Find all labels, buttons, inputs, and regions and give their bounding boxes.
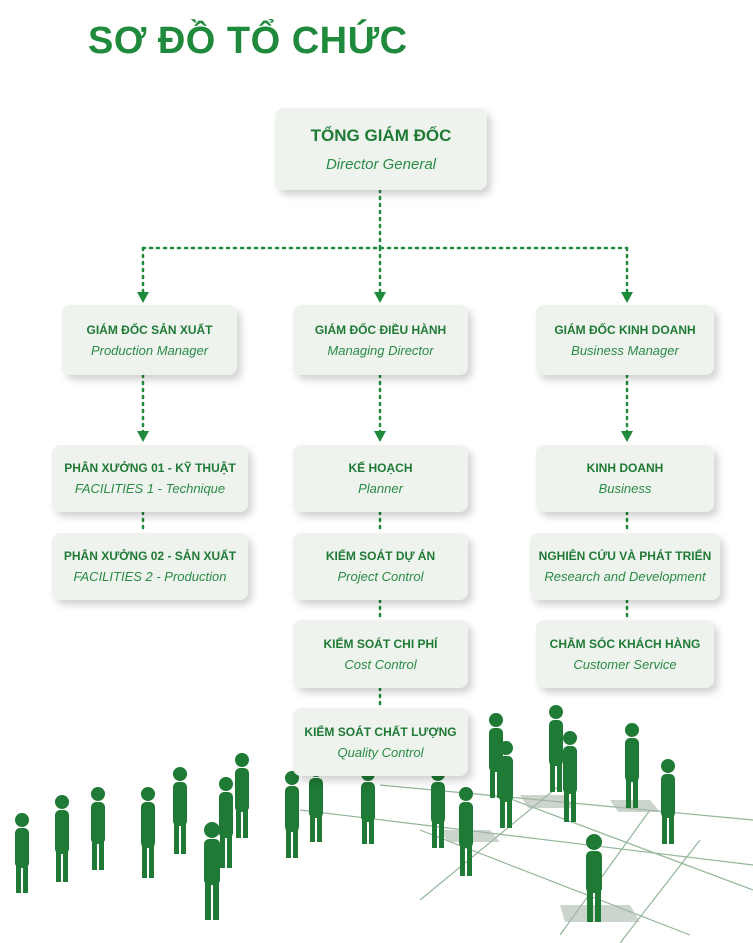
- unit-title-vi: KIỂM SOÁT DỰ ÁN: [325, 549, 436, 563]
- arrow-managing-icon: [374, 292, 386, 303]
- person-silhouette: [563, 731, 577, 822]
- manager-title-vi: GIÁM ĐỐC ĐIỀU HÀNH: [314, 322, 447, 337]
- person-silhouette: [661, 759, 675, 844]
- unit-title-vi: CHĂM SÓC KHÁCH HÀNG: [549, 636, 701, 651]
- arrow-production-icon: [137, 292, 149, 303]
- person-silhouette: [173, 767, 187, 854]
- cost-control-box: KIỂM SOÁT CHI PHÍ Cost Control: [293, 620, 468, 688]
- business-manager-box: GIÁM ĐỐC KINH DOANH Business Manager: [536, 305, 714, 375]
- unit-title-en: Project Control: [337, 569, 424, 584]
- customer-service-box: CHĂM SÓC KHÁCH HÀNG Customer Service: [536, 620, 714, 688]
- arrow-production-units-icon: [137, 431, 149, 442]
- manager-title-vi: GIÁM ĐỐC SẢN XUẤT: [86, 322, 213, 337]
- unit-title-en: Customer Service: [573, 656, 677, 672]
- facility-1-box: PHÂN XƯỞNG 01 - KỸ THUẬT FACILITIES 1 - …: [52, 445, 248, 512]
- person-silhouette: [285, 771, 299, 858]
- unit-title-en: FACILITIES 1 - Technique: [74, 481, 226, 496]
- person-silhouette: [235, 753, 249, 838]
- unit-title-vi: PHÂN XƯỞNG 01 - KỸ THUẬT: [64, 461, 236, 475]
- unit-title-en: Cost Control: [344, 656, 417, 672]
- unit-title-en: Business: [598, 481, 652, 496]
- ceo-title-vi: TỔNG GIÁM ĐỐC: [310, 125, 452, 145]
- person-silhouette: [361, 767, 375, 844]
- person-silhouette: [586, 834, 602, 922]
- unit-title-vi: KẾ HOẠCH: [348, 461, 413, 475]
- unit-title-vi: PHÂN XƯỞNG 02 - SẢN XUẤT: [63, 549, 237, 563]
- unit-title-vi: KINH DOANH: [586, 461, 664, 475]
- manager-title-en: Managing Director: [327, 342, 434, 358]
- page-title: SƠ ĐỒ TỔ CHỨC: [88, 20, 408, 62]
- person-silhouette: [499, 741, 513, 828]
- research-development-box: NGHIÊN CỨU VÀ PHÁT TRIỂN Research and De…: [530, 533, 720, 600]
- manager-title-en: Business Manager: [571, 342, 679, 358]
- quality-control-box: KIỂM SOÁT CHẤT LƯỢNG Quality Control: [293, 708, 468, 776]
- facility-2-box: PHÂN XƯỞNG 02 - SẢN XUẤT FACILITIES 2 - …: [52, 533, 248, 600]
- project-control-box: KIỂM SOÁT DỰ ÁN Project Control: [293, 533, 468, 600]
- person-silhouette: [15, 813, 29, 893]
- ceo-title-en: Director General: [325, 155, 437, 173]
- unit-title-en: Planner: [358, 481, 403, 496]
- people-group: [15, 705, 675, 922]
- unit-title-en: Research and Development: [544, 569, 706, 584]
- unit-title-vi: KIỂM SOÁT CHI PHÍ: [323, 636, 438, 651]
- person-silhouette: [459, 787, 473, 876]
- person-silhouette: [55, 795, 69, 882]
- person-silhouette: [204, 822, 220, 920]
- managing-director-box: GIÁM ĐỐC ĐIỀU HÀNH Managing Director: [293, 305, 468, 375]
- person-silhouette: [141, 787, 155, 878]
- planner-box: KẾ HOẠCH Planner: [293, 445, 468, 512]
- production-manager-box: GIÁM ĐỐC SẢN XUẤT Production Manager: [62, 305, 237, 375]
- person-silhouette: [625, 723, 639, 808]
- manager-title-en: Production Manager: [90, 342, 209, 358]
- manager-title-vi: GIÁM ĐỐC KINH DOANH: [554, 322, 696, 337]
- person-silhouette: [219, 777, 233, 868]
- unit-title-en: Quality Control: [337, 744, 424, 760]
- business-box: KINH DOANH Business: [536, 445, 714, 512]
- unit-title-en: FACILITIES 2 - Production: [73, 569, 227, 584]
- people-silhouettes-illustration: [15, 705, 753, 943]
- arrow-managing-units-icon: [374, 431, 386, 442]
- person-silhouette: [91, 787, 105, 870]
- ceo-box: TỔNG GIÁM ĐỐC Director General: [275, 108, 487, 190]
- person-silhouette: [549, 705, 563, 792]
- arrow-business-units-icon: [621, 431, 633, 442]
- arrow-business-icon: [621, 292, 633, 303]
- unit-title-vi: NGHIÊN CỨU VÀ PHÁT TRIỂN: [538, 549, 712, 563]
- person-silhouette: [431, 767, 445, 848]
- unit-title-vi: KIỂM SOÁT CHẤT LƯỢNG: [304, 724, 457, 739]
